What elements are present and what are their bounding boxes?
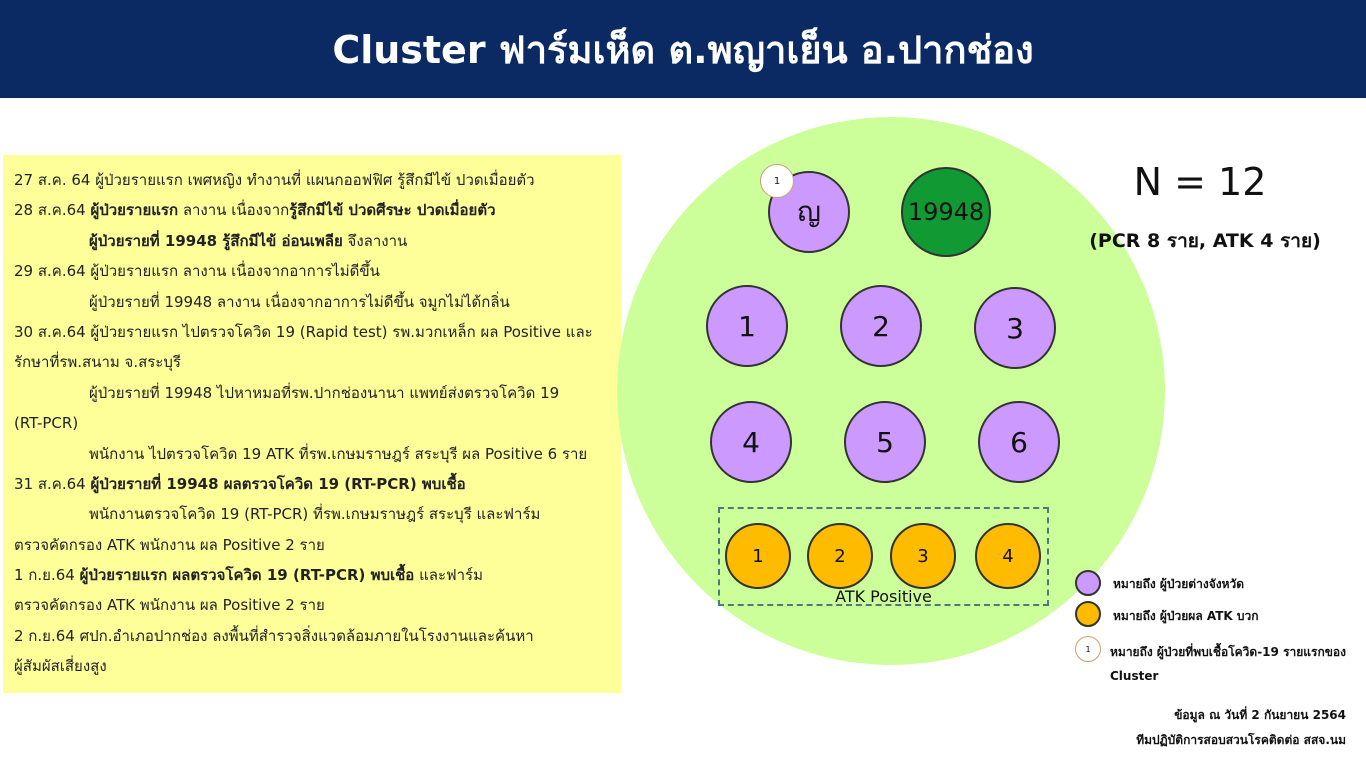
atk-case-node: 1 [725, 523, 791, 589]
purple-case-node: 3 [974, 287, 1056, 369]
timeline-line: 2 ก.ย.64 ศปก.อำเภอปากช่อง ลงพื้นที่สำรวจ… [14, 625, 621, 655]
timeline-text: ผู้ป่วยรายที่ 19948 ลางาน เนื่องจากอาการ… [89, 292, 510, 311]
cluster-circle [617, 117, 1165, 665]
timeline-text: ตรวจคัดกรอง ATK พนักงาน ผล Positive 2 รา… [14, 596, 325, 615]
timeline-text: พนักงาน ไปตรวจโควิด 19 ATK ที่รพ.เกษมราษ… [89, 444, 588, 463]
case-19948-node: 19948 [901, 167, 991, 257]
purple-case-node: 5 [844, 401, 926, 483]
timeline-line: 27 ส.ค. 64 ผู้ป่วยรายแรก เพศหญิง ทำงานที… [14, 169, 621, 199]
purple-case-node: 4 [710, 401, 792, 483]
timeline-line: ผู้ป่วยรายที่ 19948 รู้สึกมีไข้ อ่อนเพลี… [14, 230, 621, 260]
timeline-line: ผู้สัมผัสเสี่ยงสูง [14, 655, 621, 685]
total-count: N = 12 [1133, 160, 1267, 204]
timeline-line: พนักงาน ไปตรวจโควิด 19 ATK ที่รพ.เกษมราษ… [14, 443, 621, 473]
timeline-text: ตรวจคัดกรอง ATK พนักงาน ผล Positive 2 รา… [14, 535, 325, 554]
atk-group-box [718, 507, 1049, 606]
timeline-text: ผู้ป่วยรายแรก [90, 201, 179, 220]
timeline-text: 1 ก.ย.64 [14, 566, 80, 585]
timeline-text: 31 ส.ค.64 [14, 474, 91, 493]
timeline-text: รักษาที่รพ.สนาม จ.สระบุรี [14, 353, 181, 372]
timeline-text: ผู้ป่วยรายที่ 19948 รู้สึกมีไข้ อ่อนเพลี… [89, 231, 343, 250]
timeline-text: จึงลางาน [342, 231, 408, 250]
timeline-text: ลางาน เนื่องจาก [178, 201, 290, 220]
timeline-text: และฟาร์ม [414, 566, 483, 585]
page-title: Cluster ฟาร์มเห็ด ต.พญาเย็น อ.ปากช่อง [0, 0, 1366, 98]
purple-case-node: 6 [978, 401, 1060, 483]
timeline-text: ผู้ป่วยรายแรก ผลตรวจโควิด 19 (RT-PCR) พบ… [79, 566, 415, 585]
timeline-line: 29 ส.ค.64 ผู้ป่วยรายแรก ลางาน เนื่องจากอ… [14, 260, 621, 290]
timeline-text: (RT-PCR) [14, 414, 79, 433]
team-credit: ทีมปฏิบัติการสอบสวนโรคติดต่อ สสจ.นม [1136, 733, 1346, 747]
timeline-line: พนักงานตรวจโควิด 19 (RT-PCR) ที่รพ.เกษมร… [14, 503, 621, 533]
timeline-line: 1 ก.ย.64 ผู้ป่วยรายแรก ผลตรวจโควิด 19 (R… [14, 564, 621, 594]
timeline-text: 29 ส.ค.64 ผู้ป่วยรายแรก ลางาน เนื่องจากอ… [14, 262, 380, 281]
count-breakdown: (PCR 8 ราย, ATK 4 ราย) [1089, 230, 1321, 252]
timeline-line: 30 ส.ค.64 ผู้ป่วยรายแรก ไปตรวจโควิด 19 (… [14, 321, 621, 351]
legend-purple-icon [1075, 570, 1101, 596]
atk-case-node: 2 [807, 523, 873, 589]
timeline-text: ผู้ป่วยรายที่ 19948 ไปหาหมอที่รพ.ปากช่อง… [89, 383, 560, 402]
timeline-line: รักษาที่รพ.สนาม จ.สระบุรี [14, 351, 621, 381]
legend-purple-label: หมายถึง ผู้ป่วยต่างจังหวัด [1113, 577, 1245, 591]
timeline-text: 27 ส.ค. 64 ผู้ป่วยรายแรก เพศหญิง ทำงานที… [14, 171, 535, 189]
data-date: ข้อมูล ณ วันที่ 2 กันยายน 2564 [1174, 708, 1346, 722]
purple-case-node: 1 [706, 285, 788, 367]
timeline-line: 31 ส.ค.64 ผู้ป่วยรายที่ 19948 ผลตรวจโควิ… [14, 473, 621, 503]
legend-badge-icon: 1 [1075, 636, 1101, 662]
timeline-text: 28 ส.ค.64 [14, 201, 91, 220]
atk-case-node: 3 [890, 523, 956, 589]
timeline-text: ผู้สัมผัสเสี่ยงสูง [14, 657, 107, 676]
timeline-line: (RT-PCR) [14, 412, 621, 442]
timeline-line: ตรวจคัดกรอง ATK พนักงาน ผล Positive 2 รา… [14, 594, 621, 624]
legend-orange-icon [1075, 601, 1101, 627]
atk-case-node: 4 [975, 523, 1041, 589]
purple-case-node: 2 [840, 285, 922, 367]
timeline-line: ผู้ป่วยรายที่ 19948 ไปหาหมอที่รพ.ปากช่อง… [14, 382, 621, 412]
timeline-text: ผู้ป่วยรายที่ 19948 ผลตรวจโควิด 19 (RT-P… [90, 474, 466, 493]
timeline-text: 30 ส.ค.64 ผู้ป่วยรายแรก ไปตรวจโควิด 19 (… [14, 322, 593, 341]
timeline-box: 27 ส.ค. 64 ผู้ป่วยรายแรก เพศหญิง ทำงานที… [3, 155, 621, 693]
timeline-text: พนักงานตรวจโควิด 19 (RT-PCR) ที่รพ.เกษมร… [89, 505, 541, 524]
timeline-text: รู้สึกมีไข้ ปวดศีรษะ ปวดเมื่อยตัว [289, 201, 496, 220]
timeline-line: 28 ส.ค.64 ผู้ป่วยรายแรก ลางาน เนื่องจากร… [14, 199, 621, 229]
atk-label: ATK Positive [835, 587, 932, 606]
timeline-line: ตรวจคัดกรอง ATK พนักงาน ผล Positive 2 รา… [14, 534, 621, 564]
timeline-text: 2 ก.ย.64 ศปก.อำเภอปากช่อง ลงพื้นที่สำรวจ… [14, 626, 534, 645]
timeline-line: ผู้ป่วยรายที่ 19948 ลางาน เนื่องจากอาการ… [14, 291, 621, 321]
legend-badge-label: หมายถึง ผู้ป่วยที่พบเชื้อโควิด-19 รายแรก… [1110, 645, 1346, 683]
index-badge: 1 [760, 164, 794, 198]
legend-orange-label: หมายถึง ผู้ป่วยผล ATK บวก [1113, 609, 1259, 623]
